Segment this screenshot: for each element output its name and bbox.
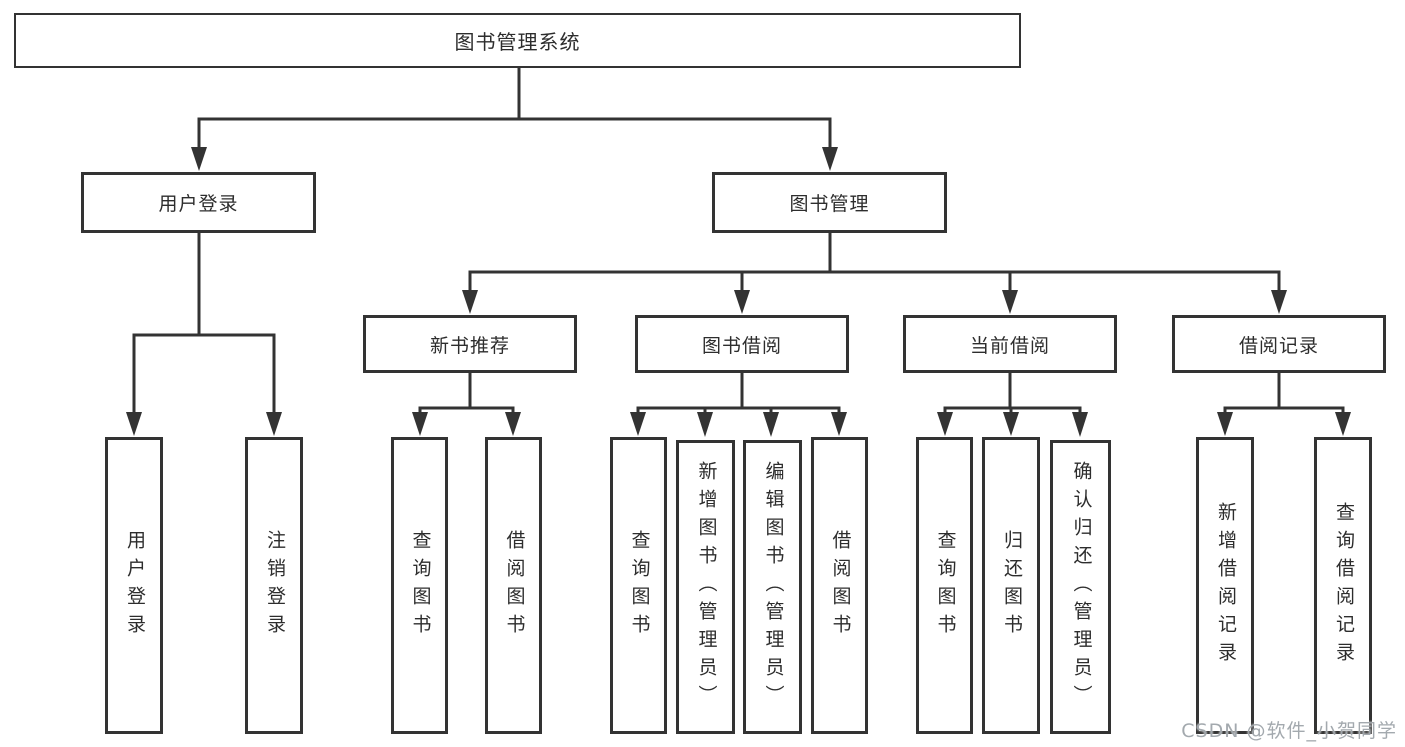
node-label: 查询图书 — [934, 529, 957, 642]
node-label: 用户登录 — [123, 529, 146, 642]
node-query-book-recommend: 查询图书 — [391, 437, 448, 734]
node-query-book: 查询图书 — [610, 437, 667, 734]
node-label: 新书推荐 — [429, 334, 510, 357]
node-label: 图书管理 — [789, 193, 870, 215]
node-label: 新增借阅记录 — [1214, 501, 1237, 670]
node-add-borrow-record: 新增借阅记录 — [1196, 437, 1254, 734]
node-query-current-borrow: 查询图书 — [916, 437, 973, 734]
node-library-management-system: 图书管理系统 — [14, 13, 1021, 68]
node-borrow-book-recommend: 借阅图书 — [485, 437, 542, 734]
node-label: 借阅图书 — [829, 529, 852, 642]
node-label: 确认归还（管理员） — [1070, 461, 1093, 713]
node-label: 图书借阅 — [701, 334, 782, 357]
node-label: 图书管理系统 — [454, 30, 581, 54]
node-label: 新增图书（管理员） — [695, 461, 718, 713]
node-current-borrow: 当前借阅 — [903, 315, 1117, 373]
node-new-book-recommend: 新书推荐 — [363, 315, 577, 373]
node-query-borrow-record: 查询借阅记录 — [1314, 437, 1372, 734]
node-return-book: 归还图书 — [982, 437, 1040, 734]
node-label: 归还图书 — [1000, 529, 1023, 642]
csdn-watermark: CSDN @软件_小贺同学 — [1181, 720, 1397, 742]
node-confirm-return-admin: 确认归还（管理员） — [1050, 440, 1111, 734]
node-add-book-admin: 新增图书（管理员） — [676, 440, 735, 734]
node-borrow-book: 借阅图书 — [811, 437, 868, 734]
node-label: 查询图书 — [409, 529, 432, 642]
node-borrow-records: 借阅记录 — [1172, 315, 1386, 373]
node-user-login-action: 用户登录 — [105, 437, 163, 734]
node-label: 编辑图书（管理员） — [762, 461, 785, 713]
node-label: 借阅图书 — [503, 529, 526, 642]
node-user-login: 用户登录 — [81, 172, 316, 233]
node-book-management: 图书管理 — [712, 172, 947, 233]
node-label: 当前借阅 — [969, 334, 1050, 357]
node-logout: 注销登录 — [245, 437, 303, 734]
node-label: 注销登录 — [263, 529, 286, 642]
node-label: 查询图书 — [628, 529, 651, 642]
node-label: 用户登录 — [158, 193, 239, 215]
node-edit-book-admin: 编辑图书（管理员） — [743, 440, 802, 734]
node-label: 借阅记录 — [1238, 334, 1319, 357]
node-book-borrow: 图书借阅 — [635, 315, 849, 373]
node-label: 查询借阅记录 — [1332, 501, 1355, 670]
